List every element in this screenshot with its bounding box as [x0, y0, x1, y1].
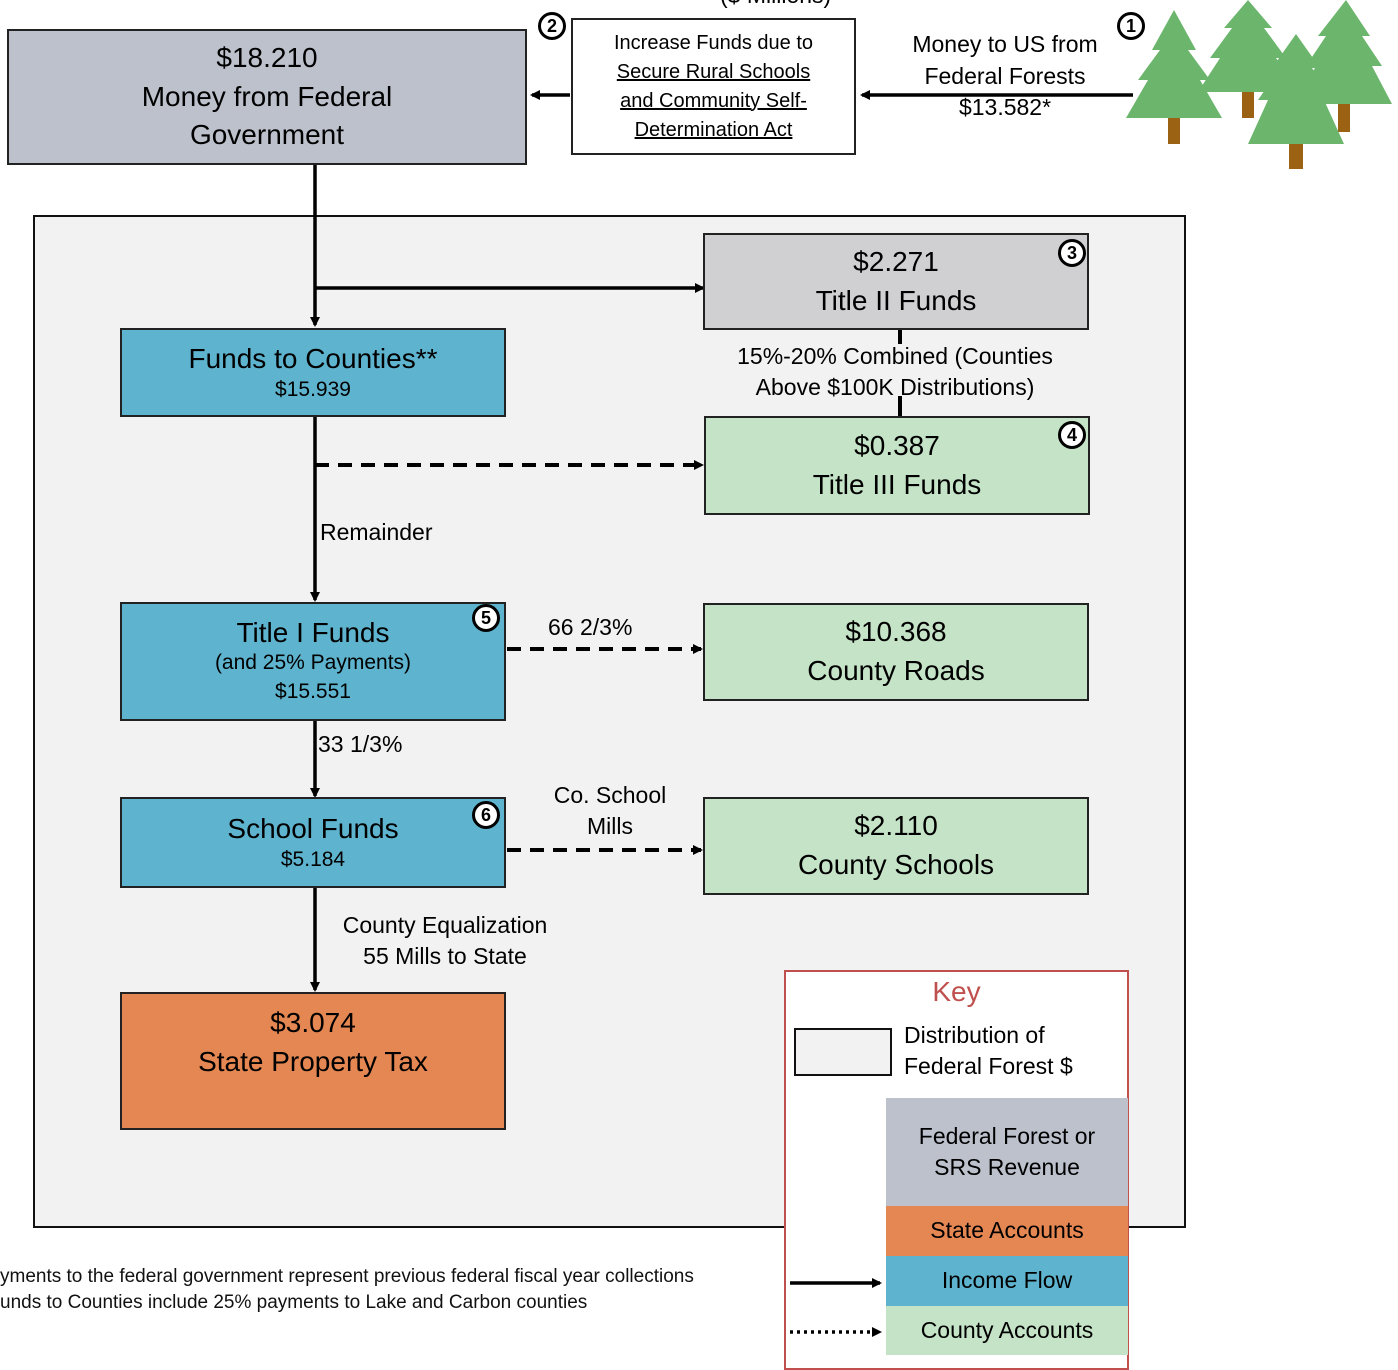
marker-4: 4	[1058, 421, 1086, 449]
title1-sub: (and 25% Payments)	[214, 651, 412, 675]
funds-to-counties-box: Funds to Counties** $15.939	[120, 328, 506, 417]
state-property-tax-amount: $3.074	[270, 1007, 356, 1038]
money-to-us-line2: Federal Forests	[924, 62, 1086, 89]
money-from-federal-box: $18.210 Money from Federal Government	[7, 29, 527, 165]
school-mills-line2: Mills	[587, 813, 633, 840]
money-to-us-line1: Money to US from	[912, 31, 1098, 57]
equalization-line1: County Equalization	[342, 912, 548, 938]
title1-label: Title I Funds	[236, 616, 390, 648]
combined-note: 15%-20% Combined (Counties Above $100K D…	[700, 341, 1090, 404]
school-funds-box: School Funds $5.184	[120, 797, 506, 888]
key-distribution-line2: Federal Forest $	[904, 1053, 1073, 1080]
money-to-us-line3: $13.582*	[958, 94, 1052, 120]
title1-box: Title I Funds (and 25% Payments) $15.551	[120, 602, 506, 721]
key-distribution-swatch	[794, 1028, 892, 1076]
marker-1: 1	[1117, 12, 1145, 40]
school-funds-amount: $5.184	[280, 847, 346, 871]
srs-line2: Secure Rural Schools	[616, 60, 811, 83]
funds-to-counties-label: Funds to Counties**	[188, 342, 438, 374]
state-property-tax-box: $3.074 State Property Tax	[120, 992, 506, 1130]
key-distribution-line1: Distribution of	[904, 1022, 1045, 1048]
title3-amount: $0.387	[854, 429, 940, 461]
key-title: Key	[932, 976, 981, 1007]
county-schools-box: $2.110 County Schools	[703, 797, 1089, 895]
marker-2: 2	[538, 12, 566, 40]
combined-note-line2: Above $100K Distributions)	[755, 374, 1035, 401]
title2-label: Title II Funds	[815, 284, 977, 316]
srs-line1: Increase Funds due to	[613, 31, 813, 54]
state-property-tax-label: State Property Tax	[198, 1045, 428, 1077]
county-roads-box: $10.368 County Roads	[703, 603, 1089, 701]
title3-label: Title III Funds	[812, 468, 982, 500]
footnote-2: unds to Counties include 25% payments to…	[0, 1292, 588, 1313]
top-partial-label: ($ Millions)	[720, 0, 831, 11]
srs-act-box: Increase Funds due to Secure Rural Schoo…	[571, 18, 856, 155]
county-schools-label: County Schools	[797, 849, 995, 880]
key-county-swatch: County Accounts	[886, 1306, 1128, 1355]
equalization-label: County Equalization 55 Mills to State	[324, 910, 566, 973]
marker-3: 3	[1058, 239, 1086, 267]
county-schools-amount: $2.110	[854, 810, 938, 842]
combined-note-line1: 15%-20% Combined (Counties	[737, 343, 1053, 369]
title1-amount: $15.551	[275, 680, 351, 704]
pct-roads-label: 66 2/3%	[548, 614, 633, 640]
key-federal-line1: Federal Forest or	[918, 1122, 1096, 1149]
money-from-federal-line1: Money from Federal	[141, 80, 393, 112]
money-from-federal-line2: Government	[189, 119, 345, 151]
equalization-line2: 55 Mills to State	[363, 943, 527, 970]
title3-box: $0.387 Title III Funds	[704, 416, 1090, 515]
funds-to-counties-amount: $15.939	[275, 377, 351, 401]
srs-line3: and Community Self-	[620, 89, 807, 112]
county-roads-label: County Roads	[807, 655, 985, 686]
srs-line4: Determination Act	[634, 118, 793, 141]
key-income-swatch: Income Flow	[886, 1256, 1128, 1306]
key-federal-swatch: Federal Forest or SRS Revenue	[886, 1098, 1128, 1206]
title2-amount: $2.271	[853, 245, 939, 277]
marker-6: 6	[472, 801, 500, 829]
money-to-us-label: Money to US from Federal Forests $13.582…	[890, 29, 1120, 124]
school-mills-label: Co. School Mills	[530, 780, 690, 843]
money-from-federal-amount: $18.210	[216, 42, 318, 74]
marker-5: 5	[472, 604, 500, 632]
pct-school-label: 33 1/3%	[318, 731, 403, 757]
key-federal-line2: SRS Revenue	[934, 1154, 1080, 1180]
key-distribution-label: Distribution of Federal Forest $	[904, 1020, 1073, 1083]
school-funds-label: School Funds	[227, 812, 399, 844]
title2-box: $2.271 Title II Funds	[703, 233, 1089, 330]
key-state-swatch: State Accounts	[886, 1206, 1128, 1256]
county-roads-amount: $10.368	[845, 616, 947, 648]
remainder-label: Remainder	[320, 519, 433, 545]
school-mills-line1: Co. School	[553, 782, 667, 808]
footnote-1: yments to the federal government represe…	[0, 1266, 694, 1287]
